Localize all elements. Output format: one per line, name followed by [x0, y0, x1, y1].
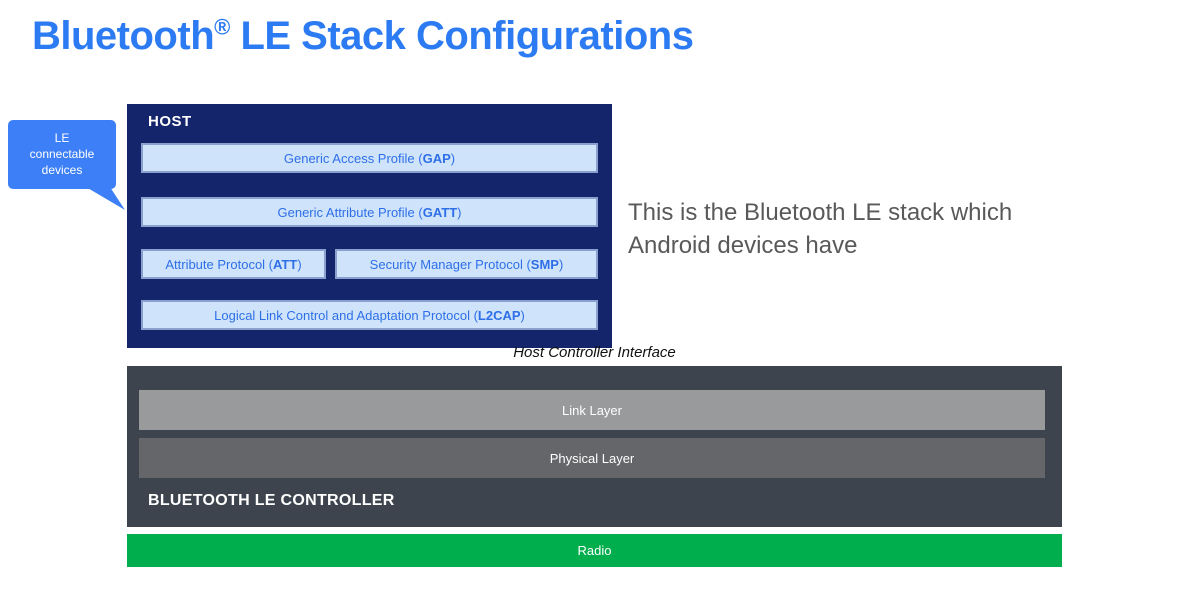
layer-gatt-acronym: GATT [422, 204, 458, 220]
layer-l2cap-close: ) [520, 307, 525, 323]
layer-gap-close: ) [450, 150, 456, 166]
hci-label: Host Controller Interface [513, 344, 676, 361]
host-label: HOST [148, 113, 192, 130]
annotation-text: This is the Bluetooth LE stack which And… [628, 196, 1198, 262]
layer-smp-acronym: SMP [530, 256, 559, 272]
annotation-line-2: Android devices have [628, 232, 858, 259]
callout-tail-icon [86, 187, 125, 210]
layer-smp-text: Security Manager Protocol ( [369, 256, 531, 272]
layer-l2cap-text: Logical Link Control and Adaptation Prot… [214, 307, 478, 323]
controller-box: Link Layer Physical Layer BLUETOOTH LE C… [127, 366, 1062, 527]
host-stack-box: HOST Generic Access Profile (GAP) Generi… [127, 104, 612, 348]
annotation-line-1: This is the Bluetooth LE stack which [628, 199, 1013, 226]
layer-l2cap-acronym: L2CAP [477, 307, 521, 323]
callout-line: LE [54, 131, 70, 145]
layer-link: Link Layer [139, 390, 1045, 430]
callout-le-connectable-devices: LE connectable devices [8, 120, 125, 210]
layer-att: Attribute Protocol (ATT) [141, 249, 326, 279]
layer-gatt: Generic Attribute Profile (GATT) [141, 197, 598, 227]
page-title: Bluetooth® LE Stack Configurations [32, 14, 694, 59]
layer-att-acronym: ATT [273, 256, 298, 272]
radio-bar: Radio [127, 534, 1062, 567]
layer-smp: Security Manager Protocol (SMP) [335, 249, 598, 279]
callout-line: devices [41, 163, 83, 177]
layer-gatt-text: Generic Attribute Profile ( [277, 204, 423, 220]
layer-att-close: ) [297, 256, 302, 272]
layer-att-text: Attribute Protocol ( [165, 256, 273, 272]
layer-physical: Physical Layer [139, 438, 1045, 478]
title-rest: LE Stack Configurations [229, 14, 694, 58]
title-brand: Bluetooth [32, 14, 215, 58]
callout-line: connectable [29, 147, 95, 161]
controller-label: BLUETOOTH LE CONTROLLER [148, 492, 395, 509]
layer-gap: Generic Access Profile (GAP) [141, 143, 598, 173]
layer-l2cap: Logical Link Control and Adaptation Prot… [141, 300, 598, 330]
layer-gatt-close: ) [457, 204, 462, 220]
layer-gap-acronym: GAP [422, 150, 451, 166]
layer-gap-text: Generic Access Profile ( [283, 150, 423, 166]
layer-smp-close: ) [558, 256, 564, 272]
registered-trademark-icon: ® [214, 14, 230, 40]
